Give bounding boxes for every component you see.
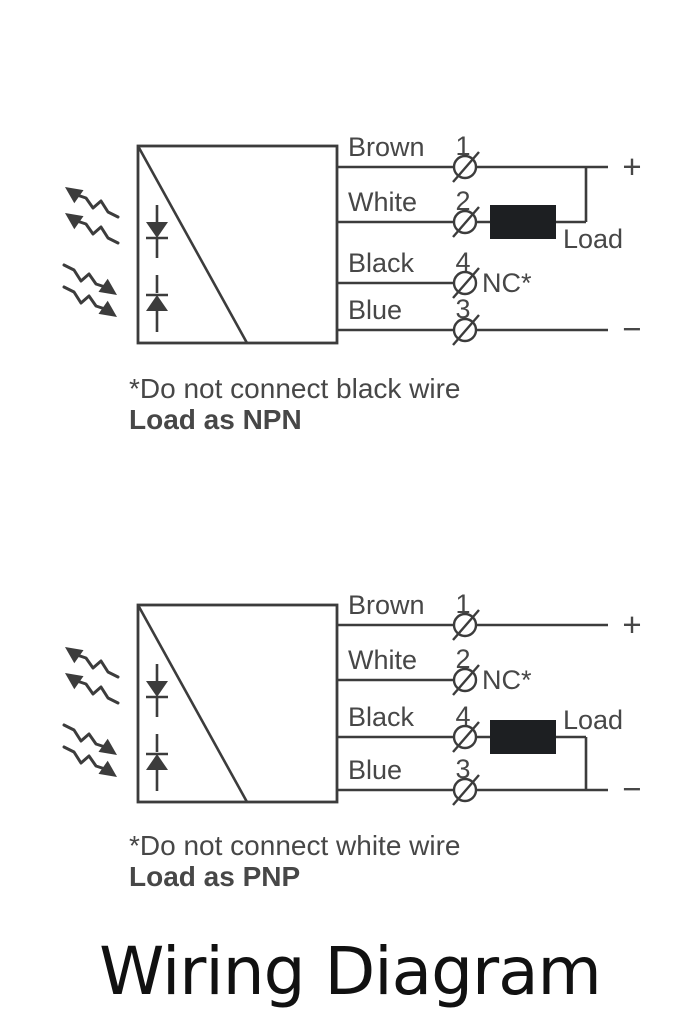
load: Load <box>490 167 623 254</box>
load: Load <box>490 705 623 790</box>
nc-label: NC* <box>482 268 532 298</box>
terminal-3-icon <box>452 314 480 346</box>
terminal-2-icon <box>452 206 480 238</box>
load-label: Load <box>563 705 623 735</box>
terminal-2-icon <box>452 664 480 696</box>
wire-blue: Blue 3 − <box>337 294 642 346</box>
wire-blue: Blue 3 − <box>337 754 642 806</box>
terminal-4-icon <box>452 721 480 753</box>
load-label: Load <box>563 224 623 254</box>
negative-terminal-label: − <box>622 310 641 346</box>
wire-black: Black 4 Load <box>337 701 623 790</box>
wire-black-label: Black <box>348 248 415 278</box>
receiver-diode-icon <box>146 275 168 332</box>
terminal-3-number: 3 <box>455 294 470 324</box>
terminal-1-number: 1 <box>455 131 470 161</box>
nc-label: NC* <box>482 665 532 695</box>
terminal-4-number: 4 <box>455 701 470 731</box>
wire-white-label: White <box>348 187 417 217</box>
wire-brown-label: Brown <box>348 590 425 620</box>
wire-black: Black 4 NC* <box>337 247 532 299</box>
terminal-3-icon <box>452 774 480 806</box>
npn-load-type: Load as NPN <box>129 404 302 435</box>
load-box <box>490 205 556 239</box>
wire-blue-label: Blue <box>348 755 402 785</box>
light-rays-received-icon <box>62 263 119 319</box>
wire-white-label: White <box>348 645 417 675</box>
wire-brown: Brown 1 + <box>337 131 642 185</box>
terminal-1-icon <box>452 609 480 641</box>
terminal-2-number: 2 <box>455 186 470 216</box>
sensor-box <box>136 144 339 345</box>
sensor-diagonal <box>136 145 249 344</box>
npn-note: *Do not connect black wire Load as NPN <box>129 373 461 435</box>
load-box <box>490 720 556 754</box>
positive-terminal-label: + <box>622 606 641 643</box>
pnp-note-text: *Do not connect white wire <box>129 830 461 861</box>
pnp-diagram: Brown 1 + White 2 NC* Black 4 <box>62 590 642 806</box>
sensor-outline <box>136 144 339 345</box>
terminal-4-icon <box>452 267 480 299</box>
terminal-1-icon <box>452 151 480 183</box>
negative-terminal-label: − <box>622 770 641 806</box>
pnp-load-type: Load as PNP <box>129 861 301 892</box>
wire-white: White 2 Load <box>337 167 623 254</box>
pnp-note: *Do not connect white wire Load as PNP <box>129 830 461 892</box>
terminal-2-number: 2 <box>455 644 470 674</box>
wire-black-label: Black <box>348 702 415 732</box>
npn-note-text: *Do not connect black wire <box>129 373 461 404</box>
receiver-diode-icon <box>146 734 168 791</box>
terminal-4-number: 4 <box>455 247 470 277</box>
wire-white: White 2 NC* <box>337 644 532 696</box>
emitter-diode-icon <box>146 664 168 717</box>
positive-terminal-label: + <box>622 148 641 185</box>
wire-blue-label: Blue <box>348 295 402 325</box>
wire-brown: Brown 1 + <box>337 590 642 643</box>
light-rays-emitted-icon <box>63 645 120 705</box>
terminal-3-number: 3 <box>455 754 470 784</box>
light-rays-received-icon <box>62 723 119 779</box>
npn-diagram: Brown 1 + White 2 Load <box>62 131 642 346</box>
sensor-outline <box>136 603 339 804</box>
wire-brown-label: Brown <box>348 132 425 162</box>
sensor-box <box>136 603 339 804</box>
sensor-diagonal <box>136 604 249 803</box>
light-rays-emitted-icon <box>63 185 120 245</box>
page-title: Wiring Diagram <box>99 933 602 1010</box>
terminal-1-number: 1 <box>455 590 470 619</box>
emitter-diode-icon <box>146 205 168 258</box>
